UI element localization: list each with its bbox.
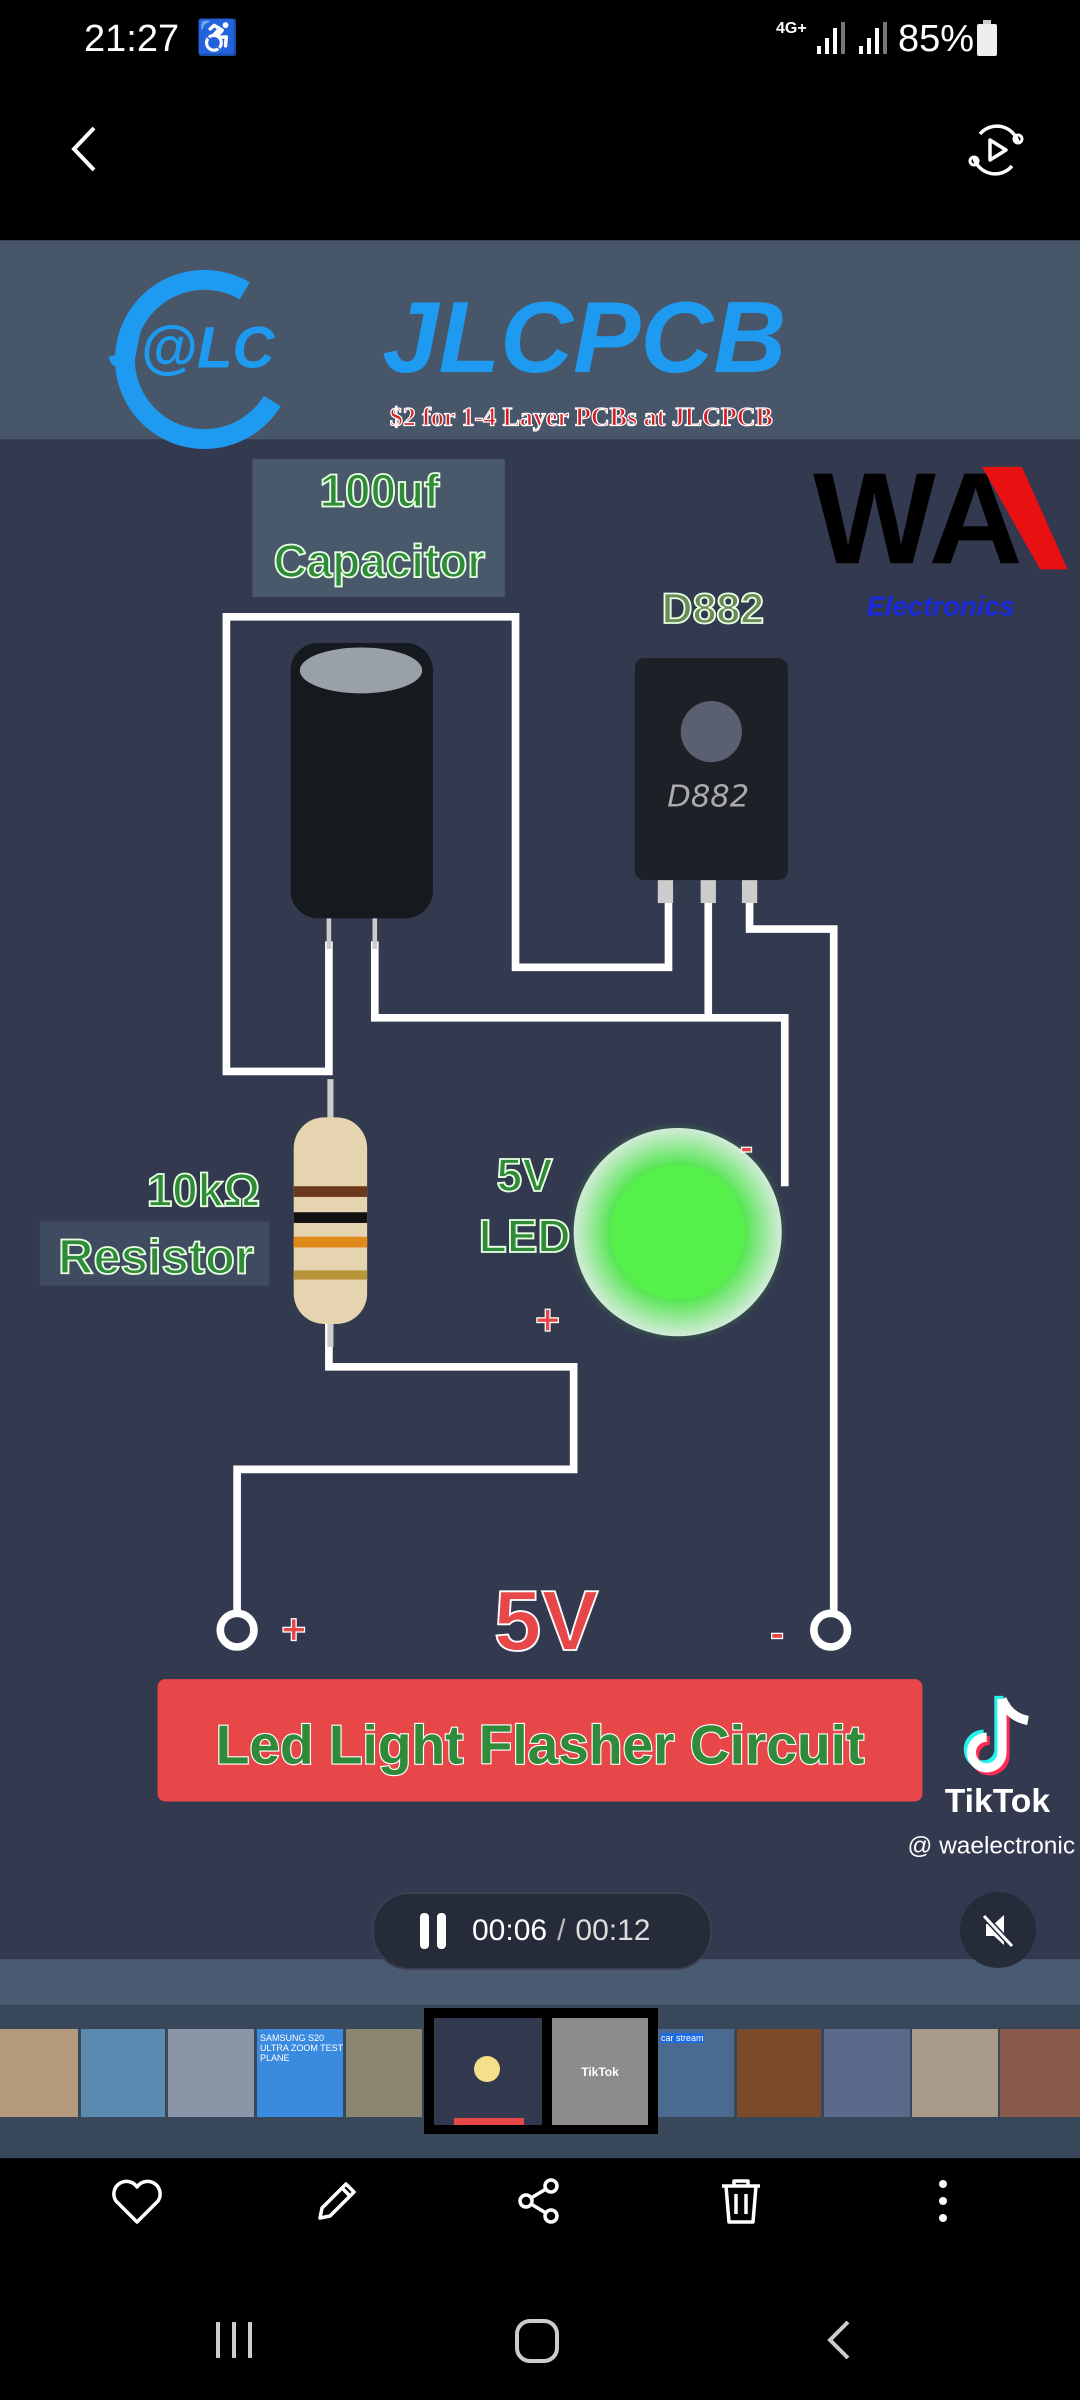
capacitor-label-box (252, 459, 505, 597)
battery-percent: 85% (898, 18, 975, 60)
svg-text:Electronics: Electronics (867, 590, 1015, 621)
title-banner (157, 1679, 923, 1802)
thumbnail[interactable] (346, 2029, 422, 2117)
mute-button[interactable] (960, 1892, 1036, 1968)
circuit-wires (216, 613, 852, 1651)
led (567, 1121, 788, 1343)
thumbnail-selected-video[interactable] (434, 2018, 542, 2125)
thumbnail[interactable] (168, 2029, 254, 2117)
supply-plus-label: + (281, 1606, 306, 1654)
resistor-value-label: 10kΩ (147, 1164, 260, 1216)
svg-text:J@LC: J@LC (108, 315, 275, 380)
tiktok-handle: @ waelectronic (907, 1833, 1075, 1860)
thumbnail[interactable] (81, 2029, 165, 2117)
thumbnail-caption: SAMSUNG S20 ULTRA ZOOM TEST PLANE (260, 2033, 343, 2063)
video-title: Led Light Flasher Circuit (216, 1713, 865, 1775)
signal-icon (817, 22, 887, 54)
transistor: D882 (634, 658, 788, 904)
playback-pill: 00:06 / 00:12 (372, 1892, 712, 1970)
notification-icon: ♿ (196, 19, 239, 57)
video-player-button[interactable] (968, 122, 1024, 178)
muted-speaker-icon (981, 1913, 1015, 1949)
supply-voltage-label: 5V (494, 1573, 599, 1669)
tiktok-brand: TikTok (945, 1783, 1051, 1820)
led-name-label: LED (479, 1210, 571, 1262)
edit-button[interactable] (312, 2176, 362, 2226)
capacitor-name-label: Capacitor (274, 535, 486, 587)
resistor (293, 1079, 368, 1347)
sponsor-tagline: $2 for 1-4 Layer PCBs at JLCPCB (390, 403, 773, 432)
wa-electronics-logo: WA Electronics (813, 445, 1068, 621)
pause-button[interactable] (418, 1911, 448, 1951)
thumbnail[interactable]: car stream (658, 2029, 734, 2117)
network-type: 4G+ (776, 20, 807, 37)
video-background (0, 240, 1080, 1963)
capacitor (290, 642, 433, 949)
transistor-label: D882 (662, 585, 764, 633)
battery-icon (977, 20, 997, 56)
led-minus-label: - (740, 1125, 753, 1169)
thumbnail[interactable] (912, 2029, 998, 2117)
brand-name: JLCPCB (382, 282, 786, 394)
filmstrip[interactable]: SAMSUNG S20 ULTRA ZOOM TEST PLANE car str… (0, 2029, 1080, 2117)
led-voltage-label: 5V (497, 1149, 554, 1201)
resistor-name-label: Resistor (58, 1230, 254, 1284)
time-separator: / (557, 1914, 566, 1947)
thumbnail[interactable] (737, 2029, 821, 2117)
jlc-logo: J@LC (108, 269, 281, 449)
current-time: 00:06 (472, 1914, 548, 1947)
status-time: 21:27 (84, 18, 180, 60)
thumbnail-caption: car stream (661, 2033, 704, 2043)
thumbnail-caption: TikTok (581, 2064, 619, 2079)
svg-text:D882: D882 (667, 780, 749, 815)
share-button[interactable] (514, 2176, 564, 2226)
thumbnail[interactable] (824, 2029, 910, 2117)
back-button[interactable] (64, 124, 104, 174)
thumbnail[interactable]: SAMSUNG S20 ULTRA ZOOM TEST PLANE (257, 2029, 343, 2117)
delete-button[interactable] (716, 2176, 766, 2226)
led-plus-label: + (535, 1297, 560, 1345)
recents-button[interactable] (212, 2318, 256, 2362)
home-button[interactable] (512, 2316, 562, 2366)
duration: 00:12 (575, 1914, 651, 1947)
thumbnail-tiktok-end[interactable]: TikTok (552, 2018, 648, 2125)
supply-minus-label: - (770, 1609, 784, 1657)
favorite-button[interactable] (110, 2178, 164, 2226)
thumbnail[interactable] (0, 2029, 78, 2117)
capacitor-value-label: 100uf (319, 465, 440, 517)
more-options-button[interactable] (928, 2176, 958, 2226)
tiktok-logo-icon (963, 1695, 1029, 1776)
thumbnail[interactable] (1000, 2029, 1080, 2117)
system-back-button[interactable] (820, 2318, 860, 2362)
